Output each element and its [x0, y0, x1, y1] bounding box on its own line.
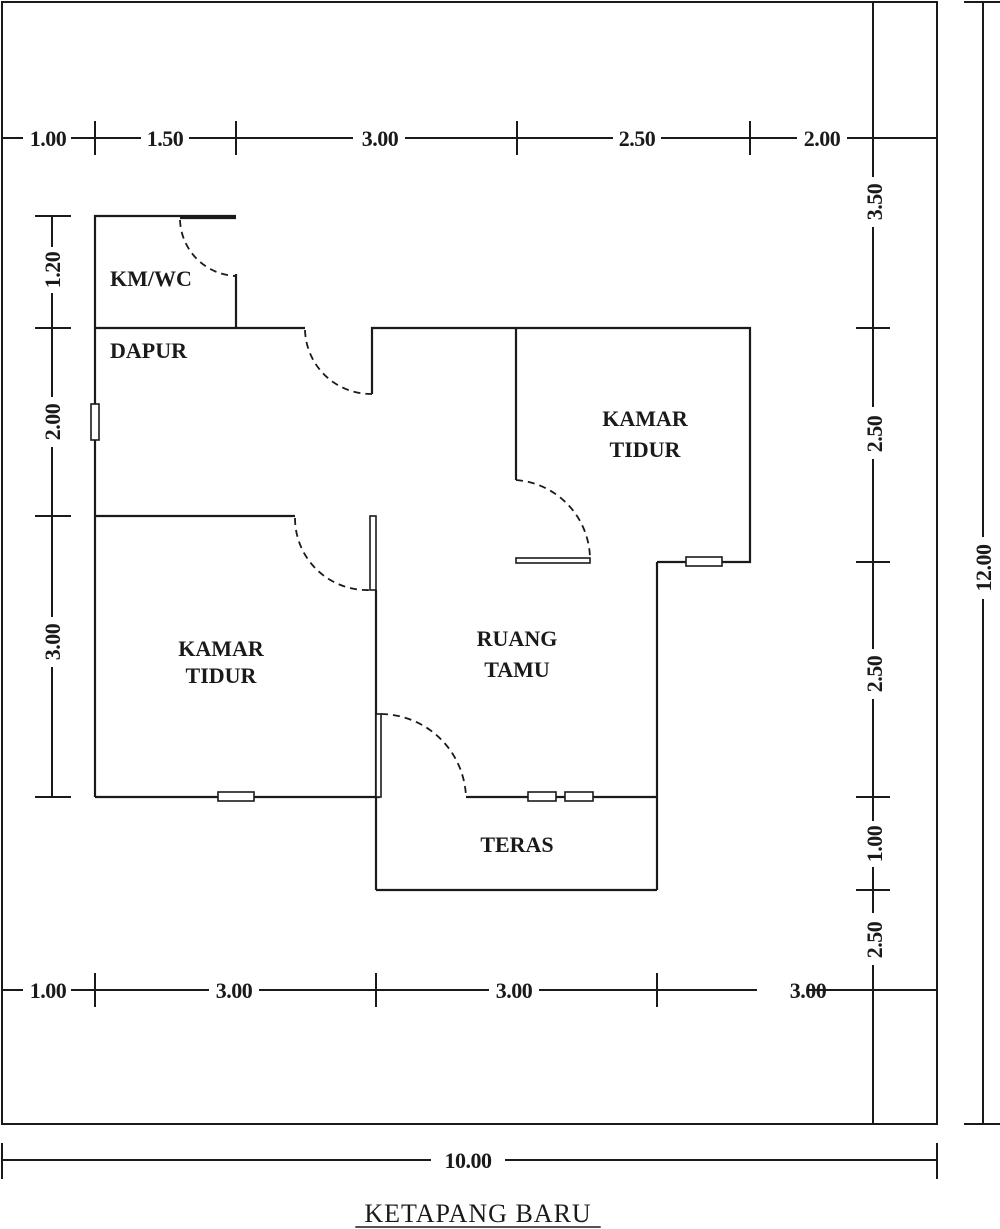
dim-top-4: 2.50: [619, 126, 656, 151]
label-teras: TERAS: [480, 832, 553, 857]
dim-top-3: 3.00: [362, 126, 399, 151]
doors: [179, 216, 591, 798]
label-dapur: DAPUR: [110, 338, 188, 363]
bottom-dimension-line: 1.00 3.00 3.00 3.00: [1, 973, 938, 1007]
overall-height-dimension: 12.00: [964, 1, 1000, 1125]
window-dapur: [90, 403, 100, 441]
door-dapur: [304, 329, 373, 395]
dim-top-5: 2.00: [804, 126, 841, 151]
dim-top-1: 1.00: [30, 126, 67, 151]
dim-bottom-1: 1.00: [30, 978, 67, 1003]
dim-right-2: 2.50: [862, 415, 887, 452]
window-right-bedroom: [685, 556, 723, 567]
label-ruang-tamu-line1: RUANG: [477, 626, 558, 651]
window-left-bedroom: [217, 791, 255, 802]
top-dimension-line: 1.00 1.50 3.00 2.50 2.00: [1, 121, 938, 155]
dim-left-2: 2.00: [40, 403, 65, 440]
label-kmwc: KM/WC: [110, 266, 192, 291]
dim-overall-height: 12.00: [971, 544, 996, 592]
title-text: KETAPANG BARU: [364, 1199, 591, 1228]
overall-width-dimension: 10.00: [1, 1143, 938, 1179]
walls: [93, 214, 752, 892]
label-kamar-tidur-left-line1: KAMAR: [178, 636, 265, 661]
dim-right-4: 1.00: [862, 825, 887, 862]
door-leaf-left-bedroom: [369, 515, 377, 591]
dim-right-5: 2.50: [862, 921, 887, 958]
left-dimension-line: 1.20 2.00 3.00: [35, 215, 71, 798]
dim-right-1: 3.50: [862, 183, 887, 220]
label-kamar-tidur-left-line2: TIDUR: [186, 663, 258, 688]
dim-bottom-2: 3.00: [216, 978, 253, 1003]
window-ruang-tamu-2: [564, 791, 594, 802]
dim-left-3: 3.00: [40, 623, 65, 660]
dim-bottom-3: 3.00: [496, 978, 533, 1003]
label-kamar-tidur-right-line2: TIDUR: [610, 437, 682, 462]
window-ruang-tamu-1: [527, 791, 557, 802]
label-ruang-tamu-line2: TAMU: [484, 657, 550, 682]
dim-right-3: 2.50: [862, 655, 887, 692]
label-kamar-tidur-right-line1: KAMAR: [602, 406, 689, 431]
dim-top-2: 1.50: [147, 126, 184, 151]
right-dimension-line: 3.50 2.50 2.50 1.00 2.50: [856, 1, 890, 1125]
site-boundary: [1, 1, 938, 1125]
plan-title: KETAPANG BARU: [355, 1199, 601, 1228]
door-right-bedroom: [515, 479, 591, 559]
dim-overall-width: 10.00: [445, 1148, 493, 1173]
door-leaf-entrance: [375, 713, 382, 798]
dim-left-1: 1.20: [40, 251, 65, 288]
dim-bottom-4: 3.00: [790, 978, 827, 1003]
windows: [90, 403, 723, 802]
room-labels: KM/WC DAPUR KAMAR TIDUR KAMAR TIDUR RUAN…: [110, 266, 689, 857]
